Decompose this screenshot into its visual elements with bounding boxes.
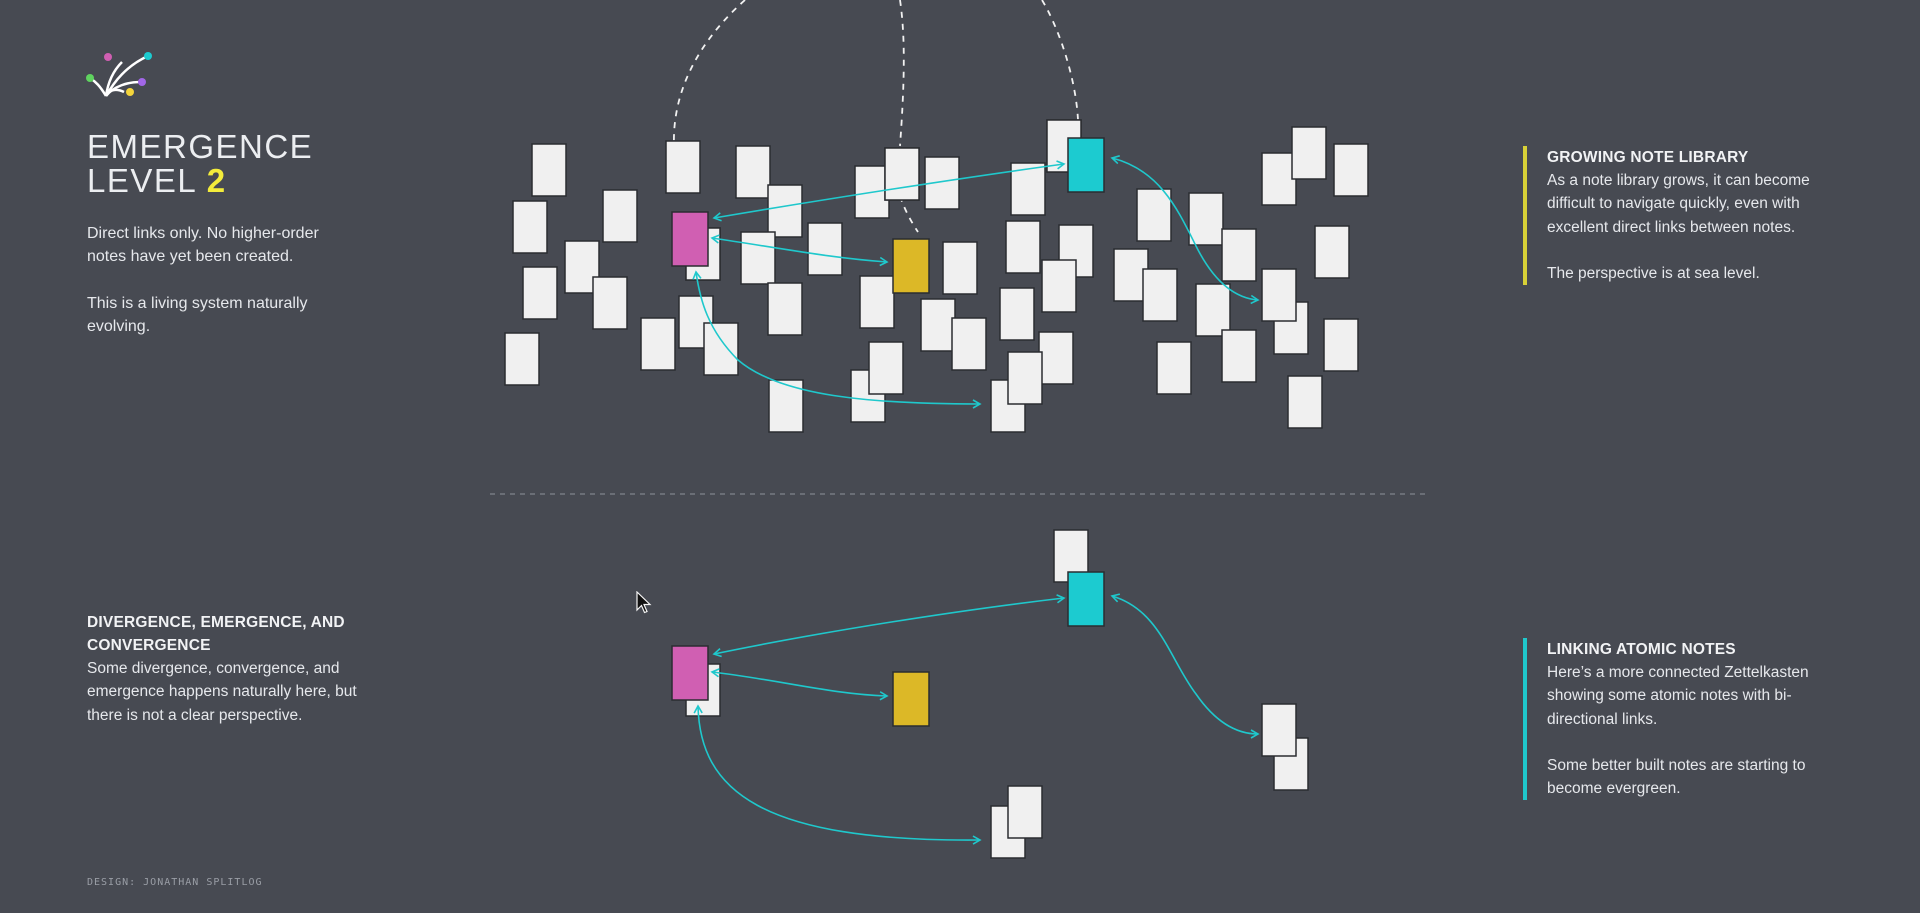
note-card xyxy=(1038,331,1074,385)
dashed-drop-line xyxy=(899,0,905,147)
note-card xyxy=(951,317,987,371)
note-card xyxy=(1261,152,1297,206)
note-card xyxy=(868,341,904,395)
note-card xyxy=(640,317,676,371)
note-card xyxy=(1007,785,1043,839)
note-card xyxy=(807,222,843,276)
mouse-pointer-icon xyxy=(636,591,652,614)
note-card xyxy=(1188,192,1224,246)
link-arrow xyxy=(710,234,889,267)
link-arrow xyxy=(712,160,1066,222)
divergence-heading: DIVERGENCE, EMERGENCE, AND CONVERGENCE xyxy=(87,614,345,654)
note-card xyxy=(920,298,956,352)
note-card xyxy=(999,287,1035,341)
note-card xyxy=(1221,228,1257,282)
link-arrow xyxy=(1110,155,1260,305)
title-line-2: LEVEL xyxy=(87,162,197,199)
note-card xyxy=(1136,188,1172,242)
linking-heading: LINKING ATOMIC NOTES xyxy=(1547,641,1736,658)
growing-body-2: The perspective is at sea level. xyxy=(1547,264,1760,282)
note-card xyxy=(767,282,803,336)
intro-text-2: This is a living system naturally evolvi… xyxy=(87,295,308,335)
dashed-drop-line xyxy=(1041,0,1079,121)
note-card xyxy=(1156,341,1192,395)
note-card xyxy=(678,295,714,349)
page-title: EMERGENCE LEVEL 2 xyxy=(87,130,313,198)
growing-heading: GROWING NOTE LIBRARY xyxy=(1547,149,1749,166)
linking-atomic-notes-section: LINKING ATOMIC NOTES Here’s a more conne… xyxy=(1523,638,1837,801)
note-card xyxy=(1323,318,1359,372)
bottom-note-cluster xyxy=(671,529,1309,859)
link-arrow xyxy=(712,594,1066,658)
cyan-note xyxy=(1067,571,1105,627)
note-card xyxy=(1314,225,1350,279)
branching-lines-logo-icon xyxy=(86,52,152,97)
bottom-links xyxy=(693,593,1260,845)
yellow-note xyxy=(892,238,930,294)
note-card xyxy=(942,241,978,295)
note-card xyxy=(859,275,895,329)
note-card xyxy=(1195,283,1231,337)
note-card xyxy=(850,369,886,423)
linking-body-2: Some better built notes are starting to … xyxy=(1547,756,1806,798)
link-arrow xyxy=(710,668,889,701)
note-card xyxy=(512,200,548,254)
note-card xyxy=(522,266,558,320)
note-card xyxy=(768,379,804,433)
intro-text-1: Direct links only. No higher-order notes… xyxy=(87,225,319,265)
magenta-note xyxy=(671,645,709,701)
magenta-note xyxy=(671,211,709,267)
linking-body-1: Here’s a more connected Zettelkasten sho… xyxy=(1547,664,1809,728)
top-note-cluster xyxy=(504,119,1369,433)
note-card xyxy=(735,145,771,199)
note-card xyxy=(1005,220,1041,274)
note-card xyxy=(531,143,567,197)
divergence-body: Some divergence, convergence, and emerge… xyxy=(87,660,357,724)
note-card xyxy=(1261,268,1297,322)
level-number: 2 xyxy=(206,162,227,199)
title-line-1: EMERGENCE xyxy=(87,128,314,165)
dashed-drop-line xyxy=(899,195,919,233)
note-card xyxy=(1287,375,1323,429)
note-card xyxy=(1041,259,1077,313)
note-card xyxy=(703,322,739,376)
growing-body-1: As a note library grows, it can become d… xyxy=(1547,172,1810,236)
note-card xyxy=(1261,703,1297,757)
note-card xyxy=(1291,126,1327,180)
note-card xyxy=(592,276,628,330)
note-card xyxy=(884,147,920,201)
note-card xyxy=(767,184,803,238)
divergence-section: DIVERGENCE, EMERGENCE, AND CONVERGENCE S… xyxy=(87,611,377,727)
note-card xyxy=(1333,143,1369,197)
link-arrow xyxy=(1110,593,1260,739)
yellow-note xyxy=(892,671,930,727)
dashed-drop-line xyxy=(673,0,746,147)
cyan-note xyxy=(1067,137,1105,193)
note-card xyxy=(740,231,776,285)
design-credit: DESIGN: JONATHAN SPLITLOG xyxy=(87,877,263,888)
note-card xyxy=(665,140,701,194)
note-card xyxy=(1142,268,1178,322)
note-card xyxy=(1007,351,1043,405)
note-card xyxy=(1221,329,1257,383)
link-arrow xyxy=(692,270,981,405)
note-card xyxy=(504,332,540,386)
link-arrow xyxy=(693,704,982,845)
note-card xyxy=(602,189,638,243)
top-links xyxy=(692,155,1260,409)
growing-note-library-section: GROWING NOTE LIBRARY As a note library g… xyxy=(1523,146,1837,286)
